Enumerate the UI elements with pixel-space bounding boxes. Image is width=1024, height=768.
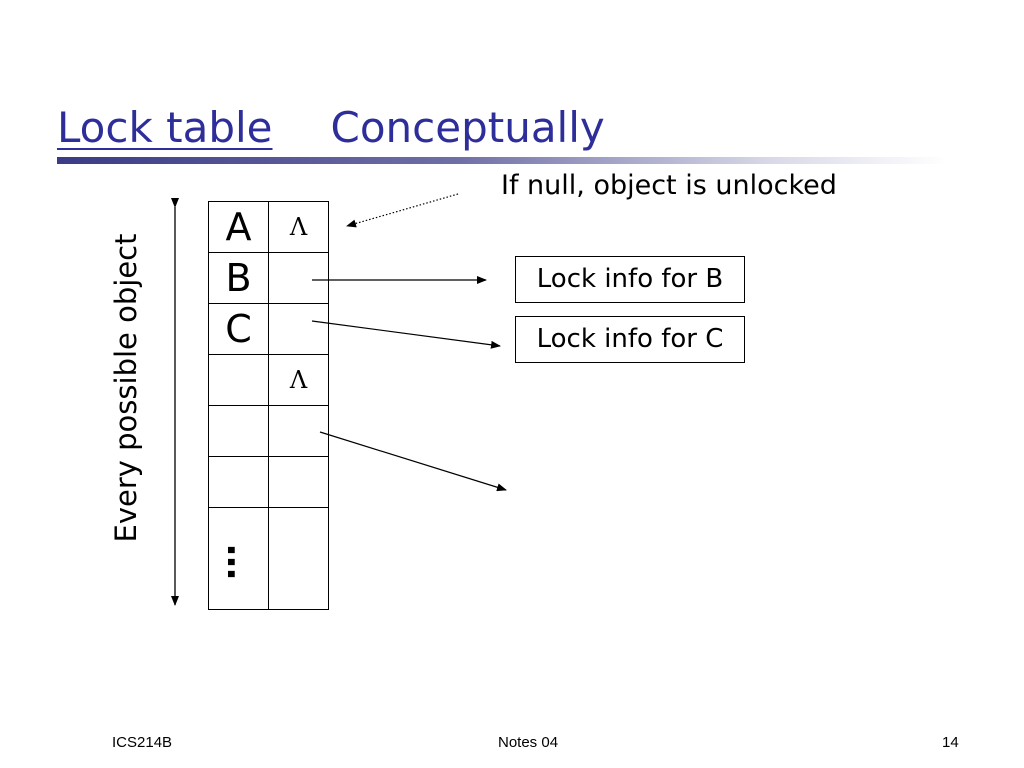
table-row bbox=[208, 405, 329, 457]
key-cell: C bbox=[208, 303, 269, 355]
table-row: Λ bbox=[208, 354, 329, 406]
footer-notes: Notes 04 bbox=[498, 734, 559, 751]
key-cell: A bbox=[208, 201, 269, 253]
pointer-cell: Λ bbox=[268, 354, 329, 406]
key-cell bbox=[208, 405, 269, 457]
title-lock-table: Lock table bbox=[57, 103, 273, 152]
lock-info-c-box: Lock info for C bbox=[515, 316, 745, 363]
footer-course: ICS214B bbox=[112, 734, 173, 751]
axis-label: Every possible object bbox=[109, 233, 143, 543]
slide-title: Lock table Conceptually bbox=[57, 103, 605, 152]
ellipsis-glyph: … bbox=[218, 544, 260, 576]
key-cell: B bbox=[208, 252, 269, 304]
ellipsis-cell: … bbox=[208, 507, 269, 610]
table-row: B bbox=[208, 252, 329, 304]
table-row: C bbox=[208, 303, 329, 355]
pointer-cell bbox=[268, 405, 329, 457]
lock-table: A Λ B C Λ … bbox=[208, 201, 329, 610]
null-note: If null, object is unlocked bbox=[501, 170, 837, 201]
pointer-arrow-row5 bbox=[319, 431, 507, 492]
pointer-cell bbox=[268, 252, 329, 304]
key-cell bbox=[208, 456, 269, 508]
title-conceptually: Conceptually bbox=[330, 103, 605, 152]
table-row: … bbox=[208, 507, 329, 610]
table-row bbox=[208, 456, 329, 508]
lock-info-b-box: Lock info for B bbox=[515, 256, 745, 303]
pointer-cell: Λ bbox=[268, 201, 329, 253]
pointer-cell bbox=[268, 456, 329, 508]
footer-page-number: 14 bbox=[942, 734, 959, 751]
key-cell bbox=[208, 354, 269, 406]
null-note-arrow bbox=[346, 193, 459, 228]
pointer-cell bbox=[268, 303, 329, 355]
table-row: A Λ bbox=[208, 201, 329, 253]
title-underline-rule bbox=[57, 157, 947, 164]
pointer-cell bbox=[268, 507, 329, 610]
pointer-arrow-c bbox=[311, 320, 501, 349]
